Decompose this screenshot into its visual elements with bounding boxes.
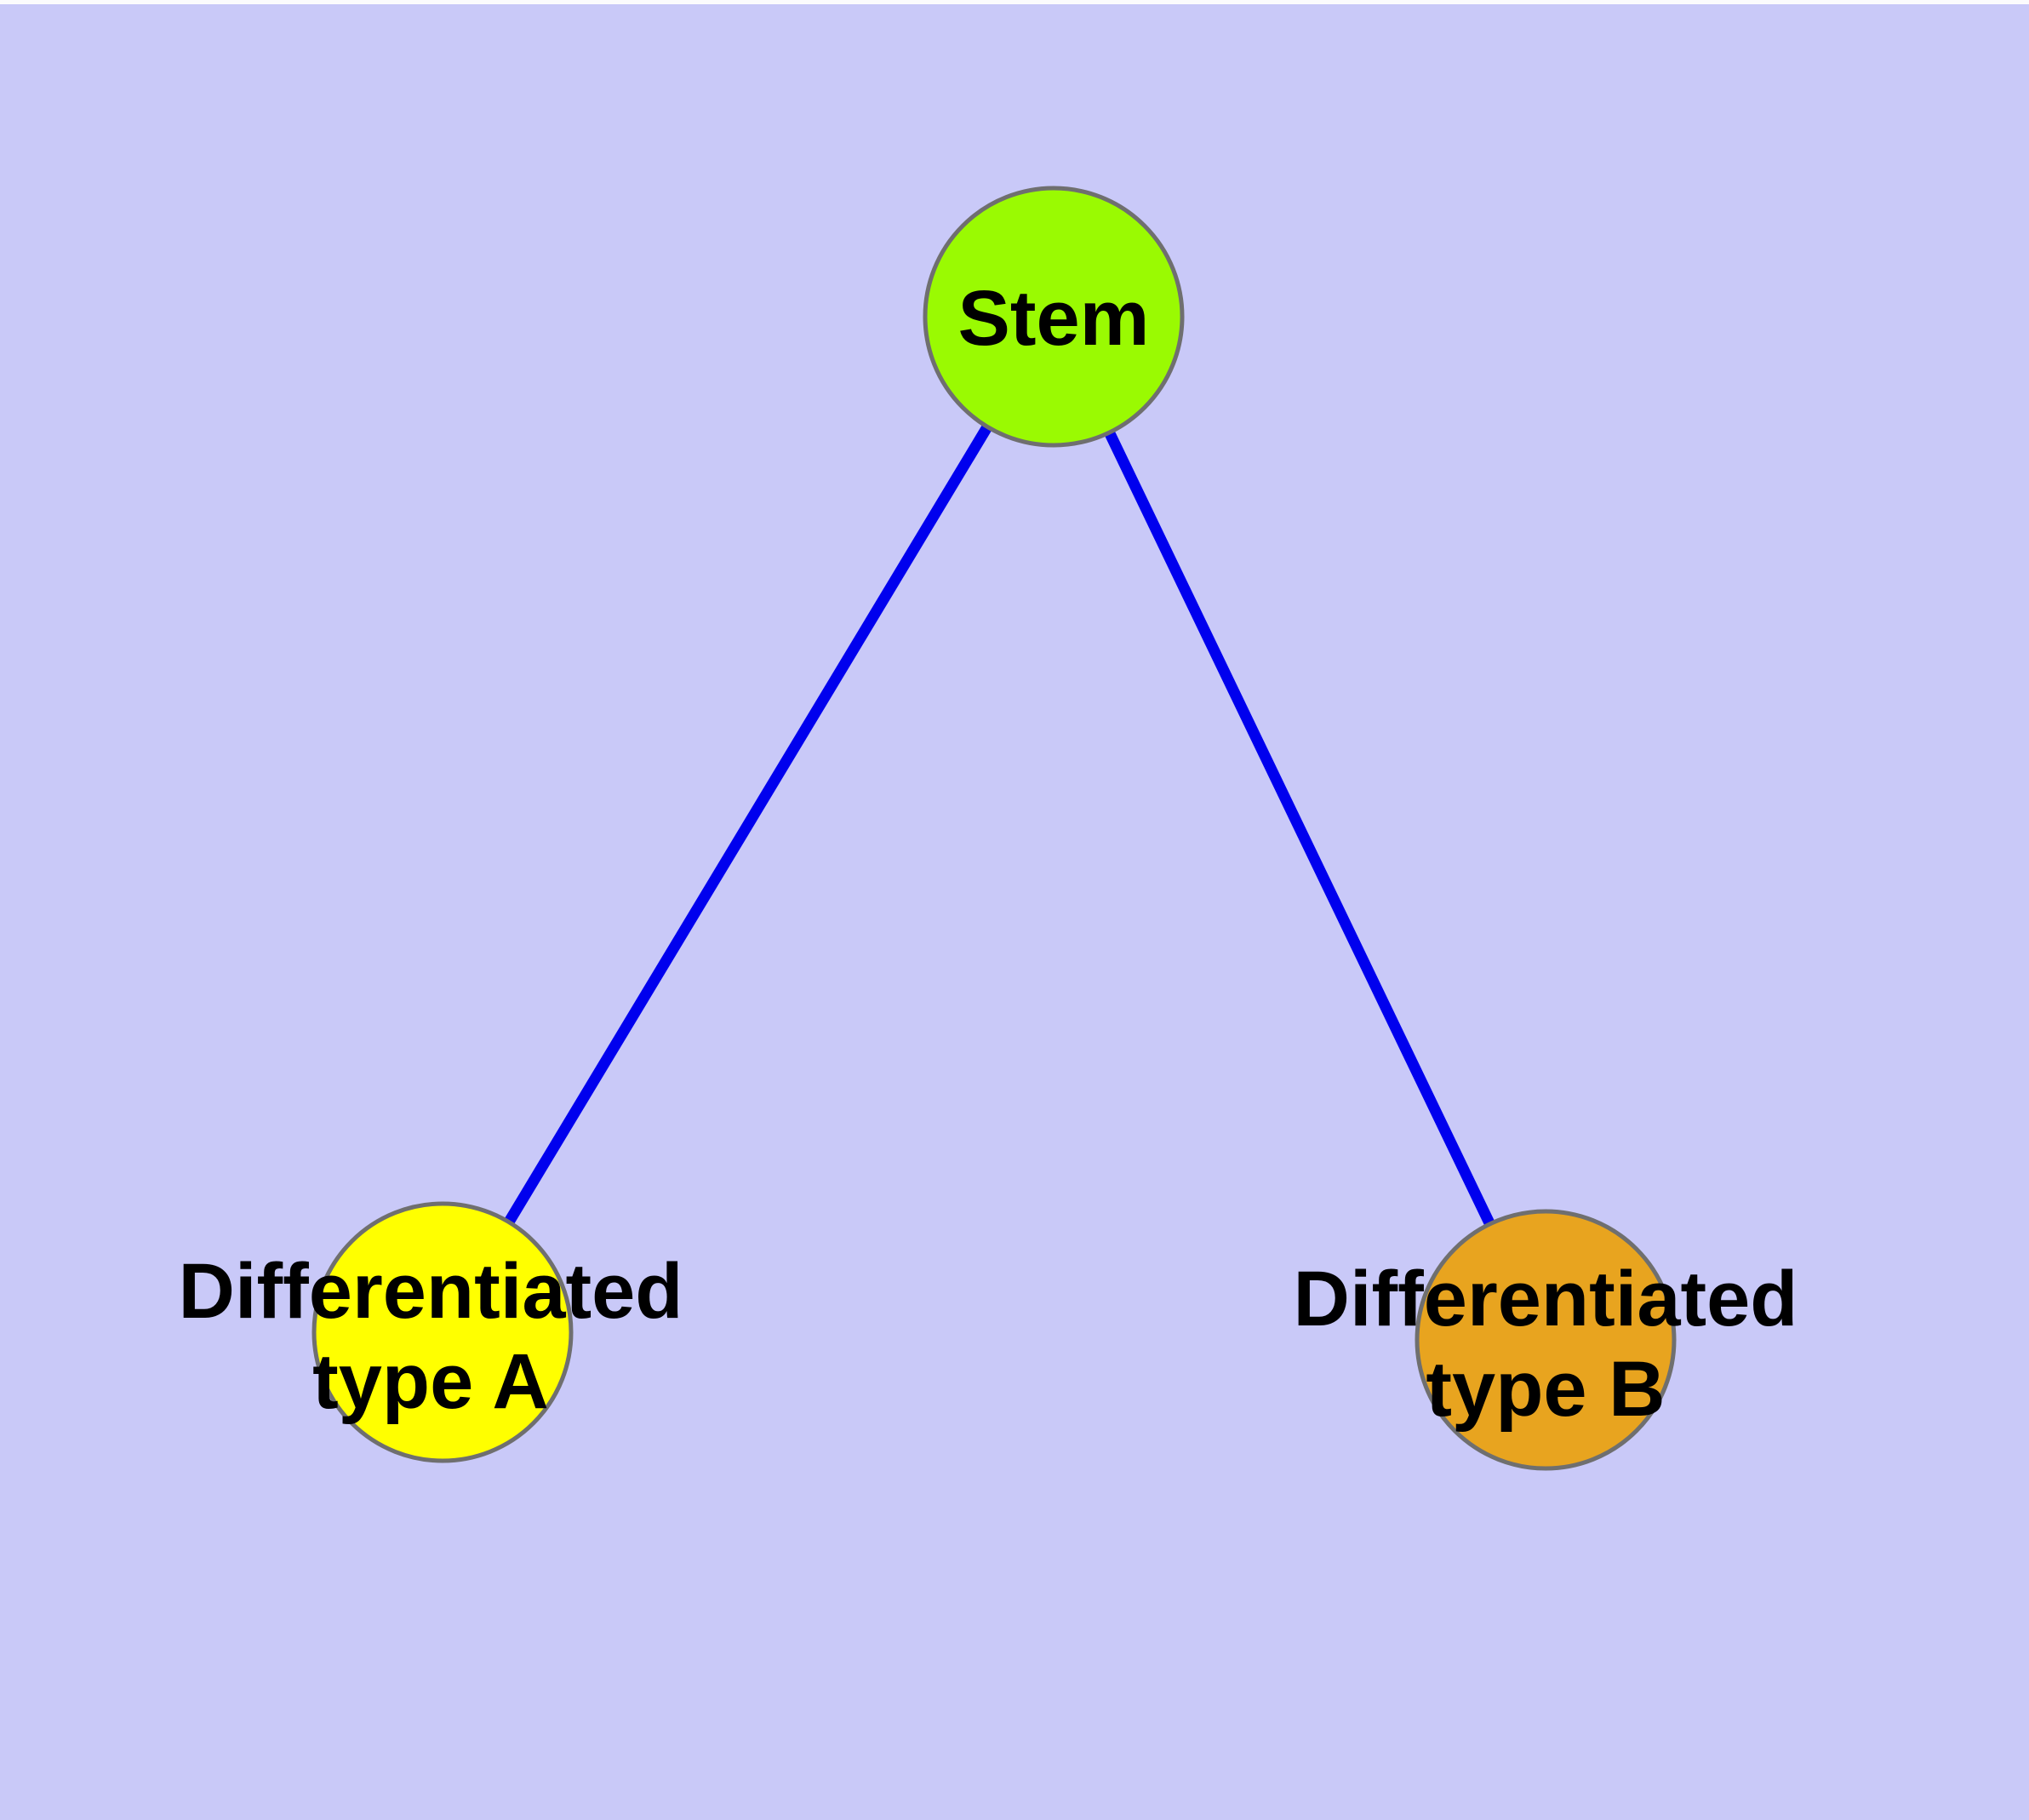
node-type-a-label-line2: type A [312,1338,549,1425]
node-type-a-circle [311,1201,574,1463]
node-stem-circle [923,186,1185,448]
node-stem-label: Stem [958,275,1150,362]
node-type-b-circle [1415,1209,1677,1471]
node-type-b-label-line2: type B [1426,1346,1665,1433]
edge-stem-to-type-a [437,313,1059,1336]
edge-stem-to-type-b [1049,314,1551,1342]
top-edge-strip [0,0,2029,4]
node-type-a-label-line1: Differentiated [179,1248,683,1335]
node-type-b-label-line1: Differentiated [1294,1256,1798,1342]
